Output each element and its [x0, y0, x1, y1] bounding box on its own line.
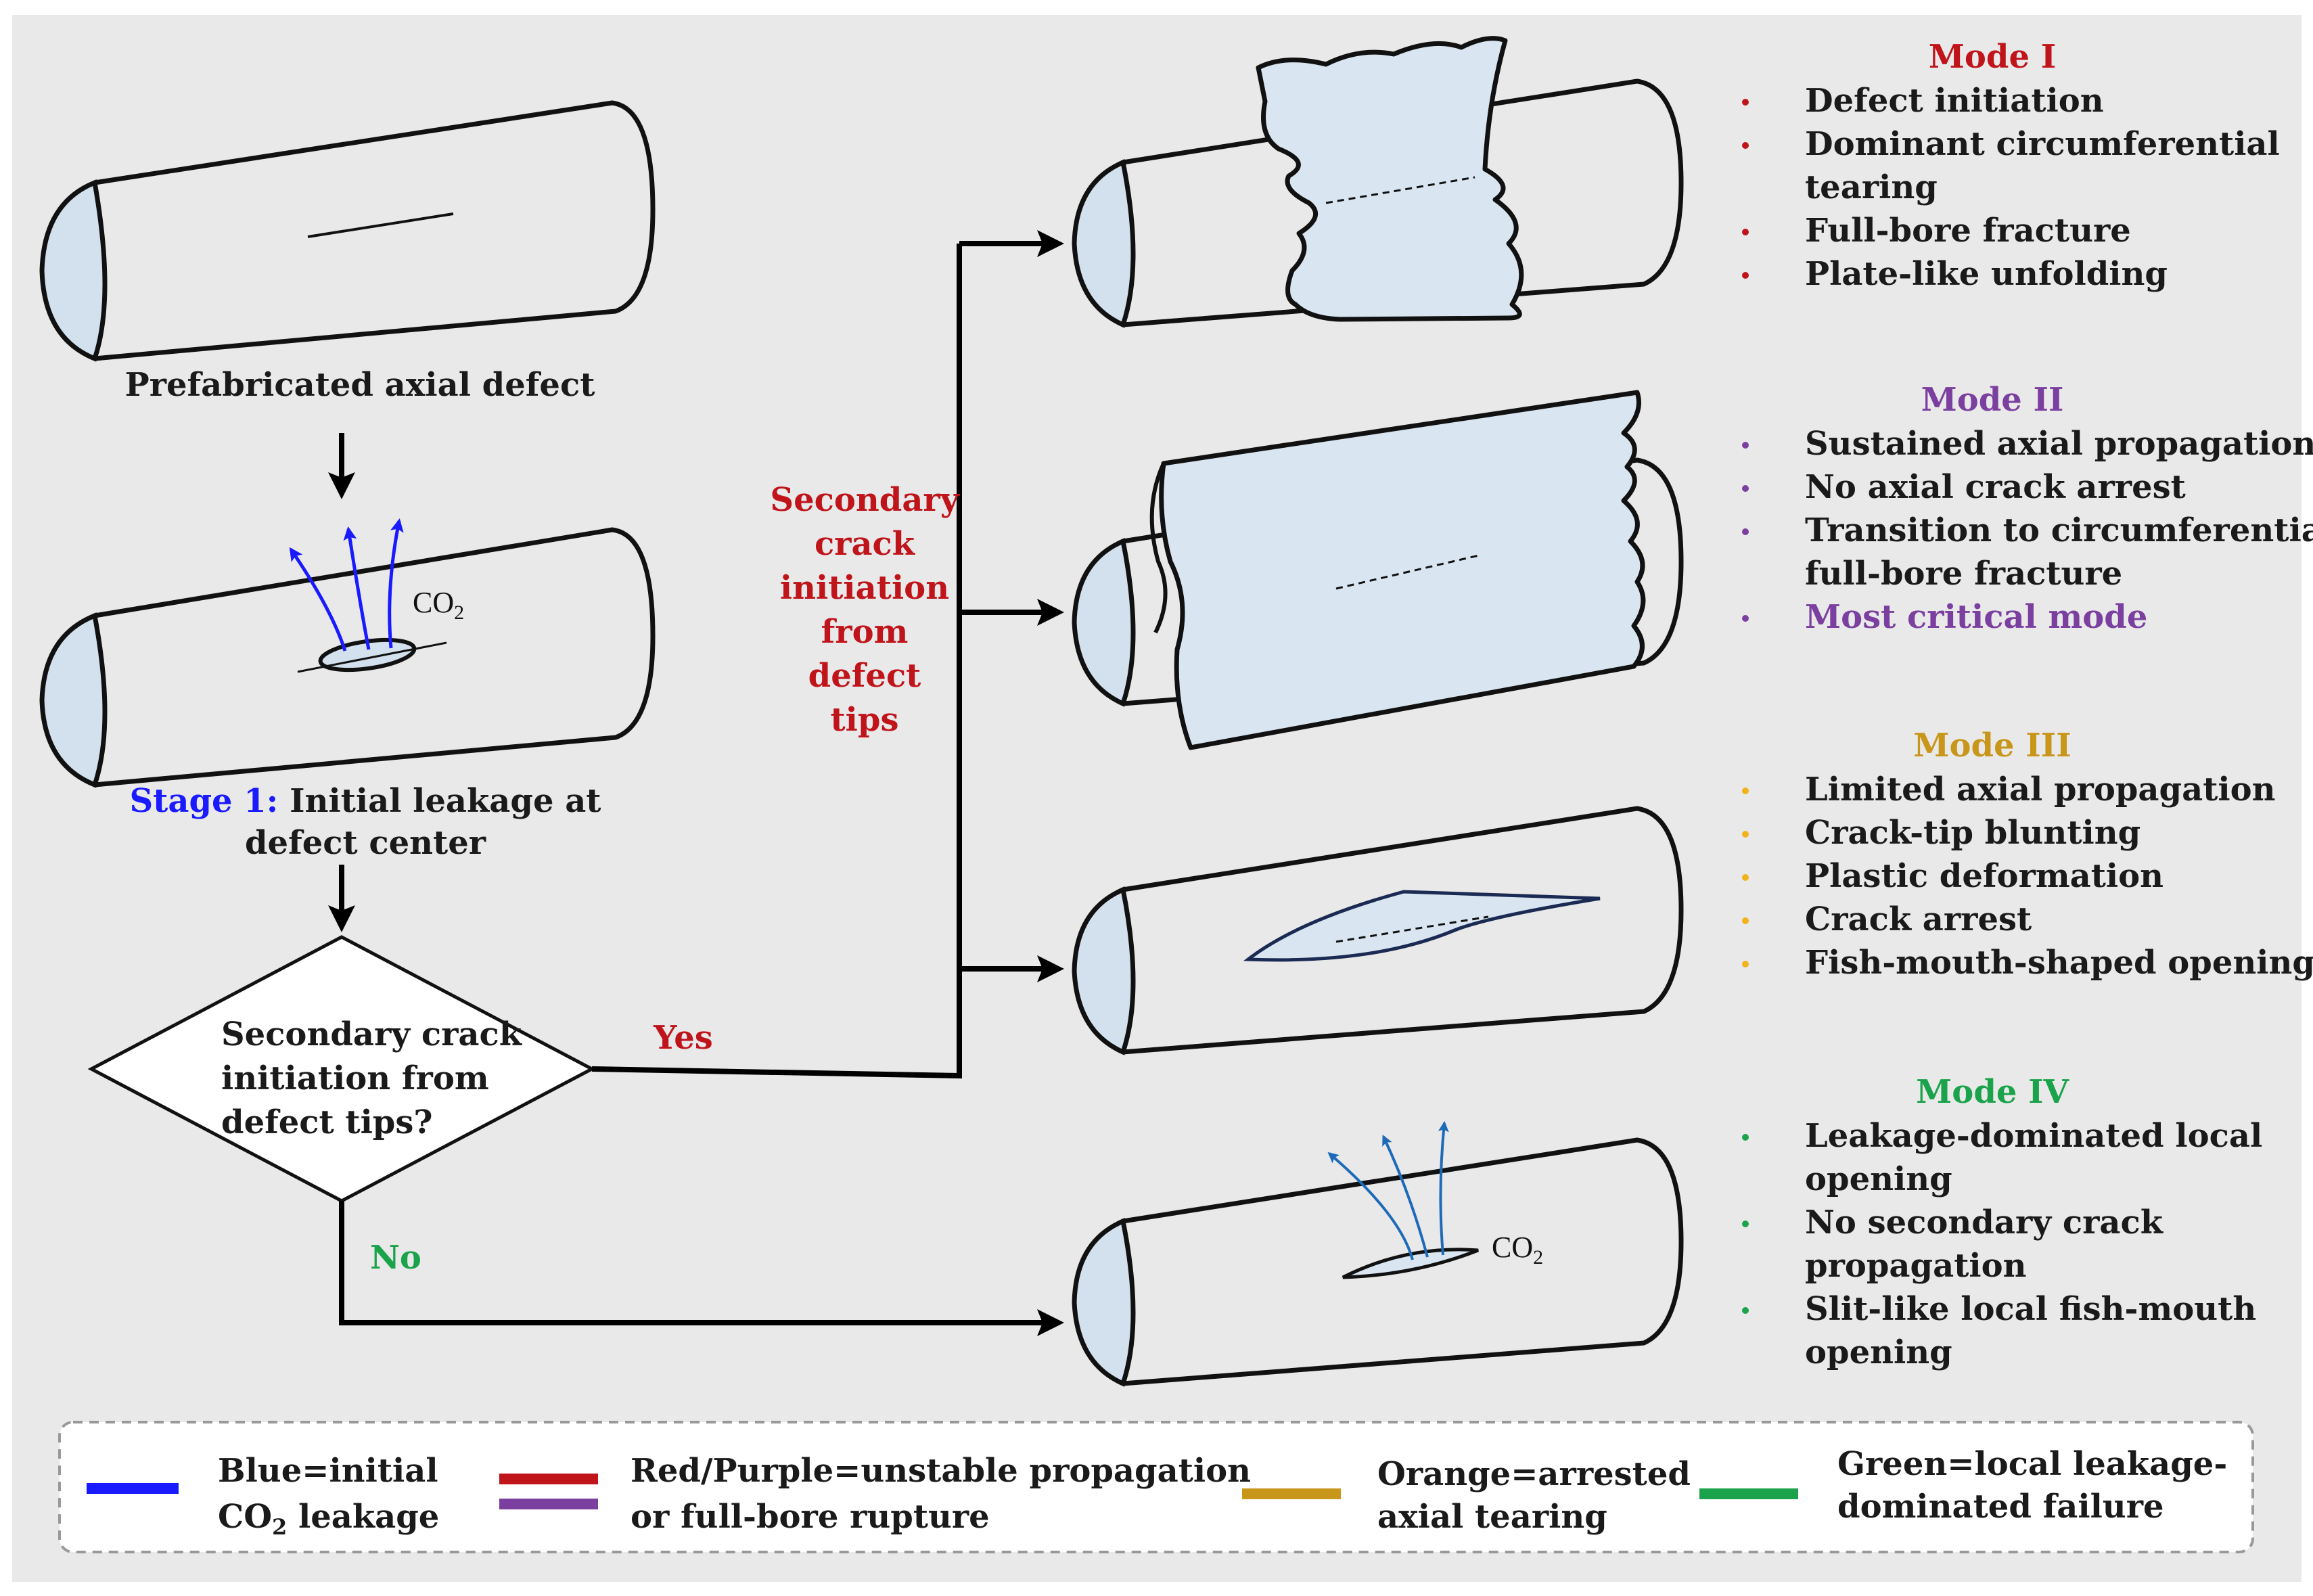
- bullet-dot: [1742, 831, 1749, 838]
- legend-blue-line1: Blue=initial: [218, 1452, 438, 1490]
- mode-item: No secondary crack: [1805, 1204, 2164, 1241]
- co2-flow-arrow: [1327, 1152, 1414, 1260]
- bullet-dot: [1742, 229, 1749, 235]
- axial-defect-line: [307, 212, 454, 238]
- co2-flow-arrow: [343, 526, 371, 650]
- mode-item: Transition to circumferential: [1805, 511, 2313, 549]
- mode-item: Plate-like unfolding: [1805, 255, 2168, 293]
- bullet-dot: [1742, 528, 1749, 535]
- bullet-dot: [1742, 615, 1749, 622]
- mode-item: No axial crack arrest: [1805, 468, 2186, 506]
- mode-title: Mode IV: [1916, 1073, 2069, 1111]
- mode-item: Most critical mode: [1805, 598, 2147, 636]
- legend-orange-line1: Orange=arrested: [1377, 1455, 1691, 1493]
- bullet-dot: [1742, 1134, 1749, 1141]
- slit-opening: [1342, 1248, 1479, 1279]
- legend-swatch-red: [499, 1474, 598, 1484]
- mode-item: Limited axial propagation: [1805, 771, 2276, 808]
- mode-item: Crack-tip blunting: [1805, 814, 2140, 852]
- legend-red-line2: or full-bore rupture: [631, 1498, 990, 1536]
- legend-green-line2: dominated failure: [1837, 1488, 2164, 1526]
- bullet-dot: [1742, 485, 1749, 492]
- decision-line1: Secondary crack: [221, 1016, 523, 1053]
- svg-text:from: from: [821, 613, 909, 651]
- mode-item: Slit-like local fish-mouth: [1805, 1290, 2256, 1328]
- yes-label: Yes: [653, 1019, 713, 1057]
- pipe-initial-leakage: [39, 518, 656, 788]
- pipe-prefabricated-defect: [39, 100, 656, 362]
- mode-item: Crack arrest: [1805, 900, 2032, 938]
- step1-label: Prefabricated axial defect: [125, 366, 595, 404]
- bullet-dot: [1742, 788, 1749, 794]
- bullet-dot: [1742, 272, 1749, 279]
- mode-item: Dominant circumferential: [1805, 125, 2280, 163]
- mode-item: Plastic deformation: [1805, 857, 2163, 895]
- co2-flow-arrow: [1382, 1135, 1429, 1258]
- no-branch-line: [339, 1201, 1064, 1336]
- decision-line3: defect tips?: [221, 1103, 433, 1141]
- svg-text:Secondary: Secondary: [770, 481, 960, 519]
- mode-title: Mode II: [1921, 381, 2064, 419]
- svg-text:tips: tips: [831, 701, 899, 739]
- mode-title: Mode I: [1929, 38, 2056, 76]
- pipe-mode4: [1072, 1120, 1684, 1387]
- no-label: No: [370, 1239, 421, 1277]
- mode-item: Full-bore fracture: [1805, 212, 2131, 250]
- legend-green-line1: Green=local leakage-: [1837, 1445, 2227, 1483]
- legend-swatch-purple: [499, 1499, 598, 1509]
- legend-swatch-orange: [1242, 1488, 1341, 1499]
- legend-box: [58, 1421, 2254, 1553]
- pipe-mode1: [1072, 36, 1684, 328]
- legend-swatch-green: [1699, 1488, 1798, 1499]
- mode-item: Defect initiation: [1805, 82, 2104, 120]
- mode-title: Mode III: [1913, 727, 2071, 765]
- co2-flow-arrow: [289, 547, 347, 652]
- legend-orange-line2: axial tearing: [1377, 1498, 1607, 1536]
- yes-branch-line: [591, 244, 962, 1079]
- mode-item: full-bore fracture: [1805, 555, 2122, 593]
- decision-line2: initiation from: [221, 1059, 489, 1097]
- bullet-dot: [1742, 99, 1749, 106]
- mode-item: tearing: [1805, 168, 1938, 206]
- mode-item: Sustained axial propagation: [1805, 425, 2313, 463]
- svg-text:initiation: initiation: [780, 569, 949, 607]
- pipe-mode3: [1072, 806, 1684, 1055]
- mode-item: opening: [1805, 1160, 1952, 1198]
- mode-item: propagation: [1805, 1247, 2027, 1285]
- co2-flow-arrow: [1438, 1120, 1449, 1256]
- fish-mouth-opening: [1243, 890, 1601, 962]
- stage1-caption-line2: defect center: [245, 824, 486, 862]
- bullet-dot: [1742, 442, 1749, 449]
- bullet-dot: [1742, 142, 1749, 149]
- mode-item: Fish-mouth-shaped opening: [1805, 944, 2313, 982]
- branch-label: Secondary crack initiation from defect t…: [770, 481, 960, 739]
- bullet-dot: [1742, 1221, 1749, 1227]
- mode-item: Leakage-dominated local: [1805, 1117, 2262, 1155]
- stage1-caption: Stage 1: Initial leakage at: [130, 782, 601, 820]
- pipe-mode2: [1072, 390, 1684, 750]
- legend-swatch-blue: [87, 1483, 179, 1494]
- mode-item: opening: [1805, 1333, 1952, 1371]
- co2-label-bottom: CO2: [1492, 1231, 1543, 1269]
- bullet-dot: [1742, 917, 1749, 924]
- bullet-dot: [1742, 1307, 1749, 1314]
- co2-label-top: CO2: [413, 586, 464, 624]
- bullet-dot: [1742, 961, 1749, 967]
- svg-text:crack: crack: [815, 525, 916, 563]
- bullet-dot: [1742, 874, 1749, 881]
- legend-red-line1: Red/Purple=unstable propagation: [631, 1452, 1251, 1490]
- legend-blue-line2: CO2 leakage: [218, 1498, 439, 1540]
- svg-text:defect: defect: [808, 657, 921, 695]
- co2-flow-arrow: [388, 518, 404, 649]
